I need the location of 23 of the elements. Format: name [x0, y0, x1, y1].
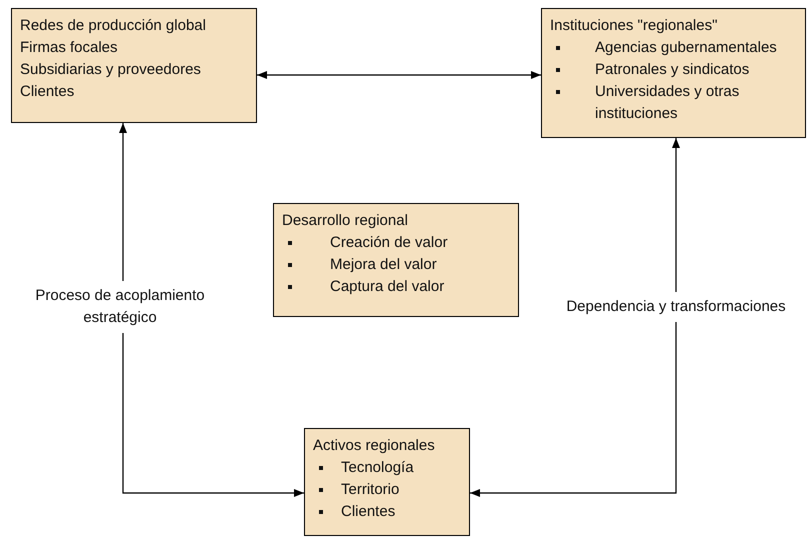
box-heading: Desarrollo regional [282, 211, 409, 231]
list-item: Universidades y otras instituciones [595, 82, 740, 124]
text-box [273, 203, 519, 317]
text-box [541, 8, 806, 138]
list-item: Clientes [20, 82, 76, 102]
list-item: Tecnología [341, 458, 414, 478]
box-heading: Activos regionales [313, 436, 436, 456]
text-box [11, 8, 257, 123]
text-box [304, 428, 470, 536]
list-item: Captura del valor [330, 277, 444, 297]
list-item: Creación de valor [330, 233, 448, 253]
list-item: Patronales y sindicatos [595, 60, 750, 80]
list-item: Clientes [341, 502, 396, 522]
list-item: Agencias gubernamentales [595, 38, 777, 58]
list-item: Mejora del valor [330, 255, 437, 275]
list-item: Territorio [341, 480, 400, 500]
double-arrow [119, 123, 304, 497]
list-item: Subsidiarias y proveedores [20, 60, 202, 80]
double-arrow [257, 71, 541, 79]
box-heading: Instituciones "regionales" [550, 16, 718, 36]
double-arrow [470, 138, 680, 497]
list-item: Firmas focales [20, 38, 119, 58]
box-heading: Redes de producción global [20, 16, 207, 36]
